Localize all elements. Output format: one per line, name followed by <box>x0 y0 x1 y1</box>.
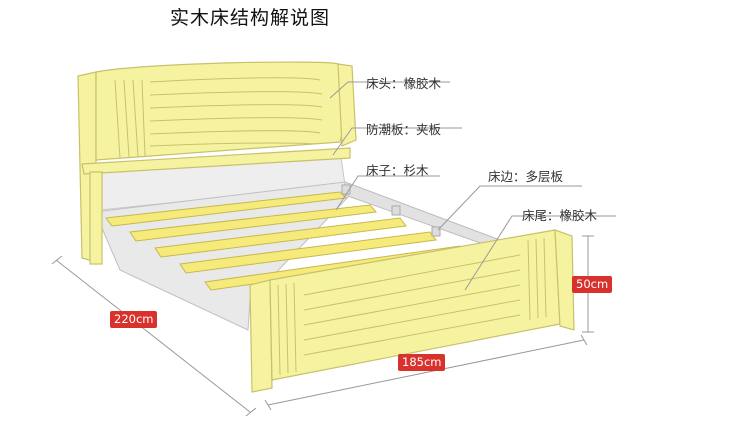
callout-headboard: 床头：橡胶木 <box>366 76 442 91</box>
diagram-title: 实木床结构解说图 <box>170 7 331 29</box>
dimension-height-badge: 50cm <box>572 276 613 293</box>
dimension-length-badge: 220cm <box>110 311 158 328</box>
callout-side-rail: 床边：多层板 <box>488 169 564 184</box>
callout-slats: 床子：杉木 <box>366 163 429 178</box>
dimension-width-badge: 185cm <box>398 354 446 371</box>
callout-footboard: 床尾：橡胶木 <box>522 208 598 223</box>
callout-moisture-board: 防潮板：夹板 <box>366 122 442 137</box>
callout-leaders <box>329 81 616 291</box>
footboard-grooves <box>277 237 547 376</box>
headboard <box>77 61 357 265</box>
headboard-grooves <box>114 77 323 159</box>
footboard <box>249 229 575 393</box>
